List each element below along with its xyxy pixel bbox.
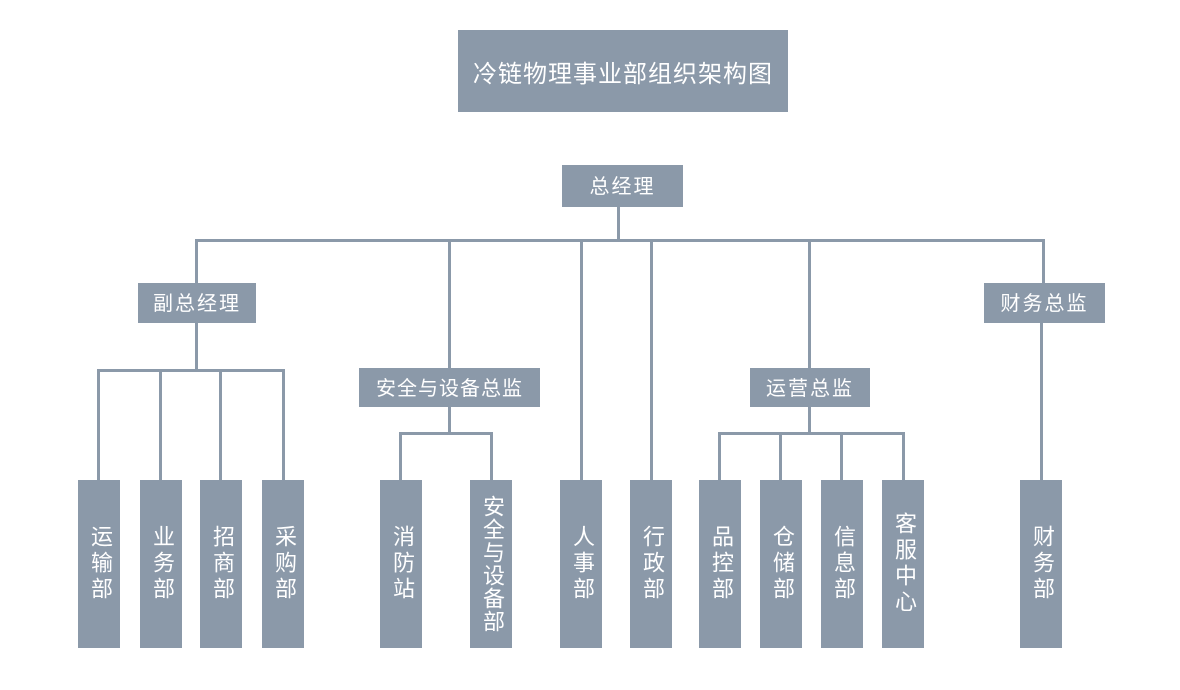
- connector-line: [840, 432, 843, 482]
- org-node-label: 运营总监: [766, 375, 854, 400]
- connector-line: [195, 323, 198, 371]
- connector-line: [718, 432, 721, 482]
- connector-line: [1040, 323, 1043, 482]
- org-node-deputy-general-manager: 副总经理: [138, 283, 256, 323]
- org-node-label: 安全与设备部: [479, 495, 504, 633]
- org-node-admin-dept: 行政部: [630, 480, 672, 648]
- org-node-label: 采购部: [271, 525, 296, 603]
- chart-title: 冷链物理事业部组织架构图: [458, 30, 788, 112]
- org-node-safety-equipment-dept: 安全与设备部: [470, 480, 512, 648]
- org-node-hr-dept: 人事部: [560, 480, 602, 648]
- org-node-procurement-dept: 采购部: [262, 480, 304, 648]
- org-node-finance-director: 财务总监: [984, 283, 1105, 323]
- connector-line: [617, 207, 620, 242]
- org-node-label: 财务总监: [1000, 291, 1089, 315]
- connector-line: [282, 369, 285, 482]
- org-node-label: 运输部: [87, 525, 112, 603]
- org-node-warehouse-dept: 仓储部: [760, 480, 802, 648]
- org-node-transport-dept: 运输部: [78, 480, 120, 648]
- org-node-label: 消防站: [389, 525, 414, 603]
- org-node-label: 招商部: [209, 525, 234, 603]
- org-node-label: 行政部: [639, 525, 664, 603]
- org-node-general-manager: 总经理: [562, 165, 683, 207]
- org-node-safety-equipment-director: 安全与设备总监: [359, 368, 540, 407]
- connector-line: [490, 432, 493, 482]
- org-node-label: 财务部: [1029, 525, 1054, 603]
- org-node-quality-control-dept: 品控部: [699, 480, 741, 648]
- org-node-label: 人事部: [569, 525, 594, 603]
- org-node-finance-dept: 财务部: [1020, 480, 1062, 648]
- connector-line: [779, 432, 782, 482]
- org-node-label: 品控部: [708, 525, 733, 603]
- org-node-business-dept: 业务部: [140, 480, 182, 648]
- org-node-operations-director: 运营总监: [750, 368, 870, 407]
- org-node-label: 安全与设备总监: [376, 375, 523, 400]
- connector-line: [902, 432, 905, 482]
- org-node-label: 客服中心: [891, 512, 916, 616]
- org-node-label: 副总经理: [153, 291, 241, 315]
- connector-line: [580, 239, 583, 482]
- connector-line: [448, 239, 451, 370]
- connector-line: [808, 239, 811, 370]
- chart-title-text: 冷链物理事业部组织架构图: [473, 59, 773, 88]
- org-node-fire-station: 消防站: [380, 480, 422, 648]
- connector-line: [718, 432, 905, 435]
- org-node-label: 信息部: [830, 525, 855, 603]
- connector-line: [1042, 239, 1045, 285]
- org-node-label: 总经理: [589, 174, 656, 198]
- connector-line: [97, 369, 285, 372]
- connector-line: [219, 369, 222, 482]
- connector-line: [650, 239, 653, 482]
- org-node-merchants-dept: 招商部: [200, 480, 242, 648]
- connector-line: [399, 432, 402, 482]
- org-node-information-dept: 信息部: [821, 480, 863, 648]
- connector-line: [159, 369, 162, 482]
- connector-line: [195, 239, 1045, 242]
- connector-line: [97, 369, 100, 482]
- org-node-label: 仓储部: [769, 525, 794, 603]
- connector-line: [808, 405, 811, 435]
- connector-line: [399, 432, 493, 435]
- connector-line: [448, 405, 451, 435]
- org-node-customer-service-center: 客服中心: [882, 480, 924, 648]
- org-node-label: 业务部: [149, 525, 174, 603]
- connector-line: [195, 239, 198, 285]
